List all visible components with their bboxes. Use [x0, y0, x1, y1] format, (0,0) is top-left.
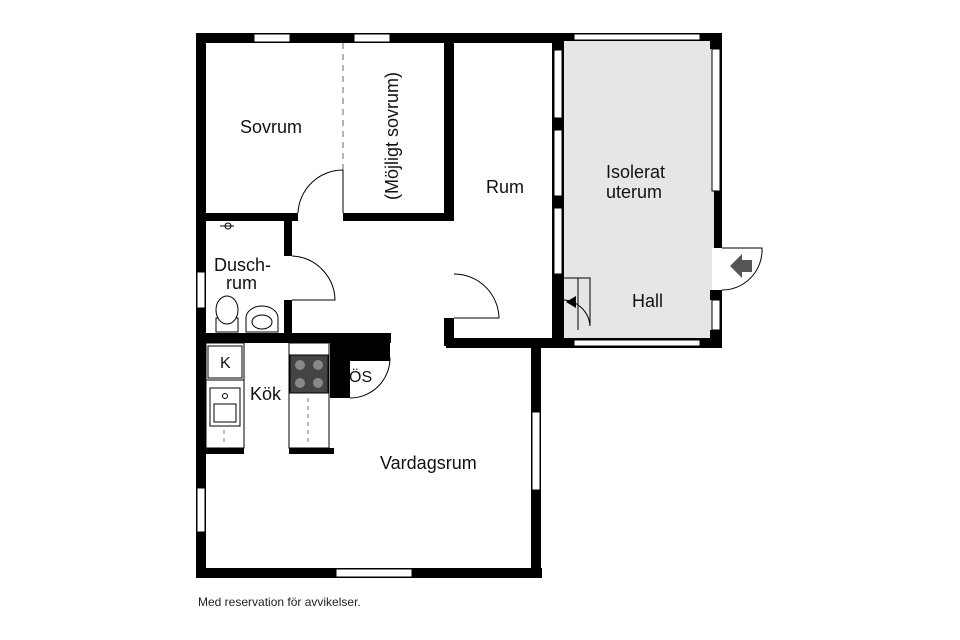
stove-icon — [289, 354, 329, 394]
fridge-icon — [207, 345, 243, 379]
disclaimer-text: Med reservation för avvikelser. — [198, 595, 361, 609]
label-sovrum: Sovrum — [240, 117, 302, 137]
hall-arrow-icon — [566, 296, 576, 308]
windows — [196, 33, 721, 578]
uterum-area — [562, 40, 716, 340]
label-dusch: Dusch- — [214, 255, 271, 275]
entrance-arrow-icon — [730, 254, 752, 278]
label-uterum: uterum — [606, 182, 662, 202]
label-hall: Hall — [632, 291, 663, 311]
label-vardagsrum: Vardagsrum — [380, 453, 477, 473]
toilet-icon — [215, 295, 239, 333]
label-mojligt-sovrum: (Möjligt sovrum) — [382, 72, 402, 200]
label-kyl: K — [220, 355, 231, 372]
label-rum: Rum — [486, 177, 524, 197]
sink-icon — [209, 387, 241, 427]
label-isolerat: Isolerat — [606, 162, 665, 182]
label-oppen-spis: ÖS — [349, 368, 372, 386]
label-rum-bath: rum — [226, 273, 257, 293]
shower-icon — [220, 222, 234, 230]
doors — [291, 169, 763, 399]
label-kok: Kök — [250, 384, 282, 404]
washbasin-icon — [245, 305, 279, 333]
